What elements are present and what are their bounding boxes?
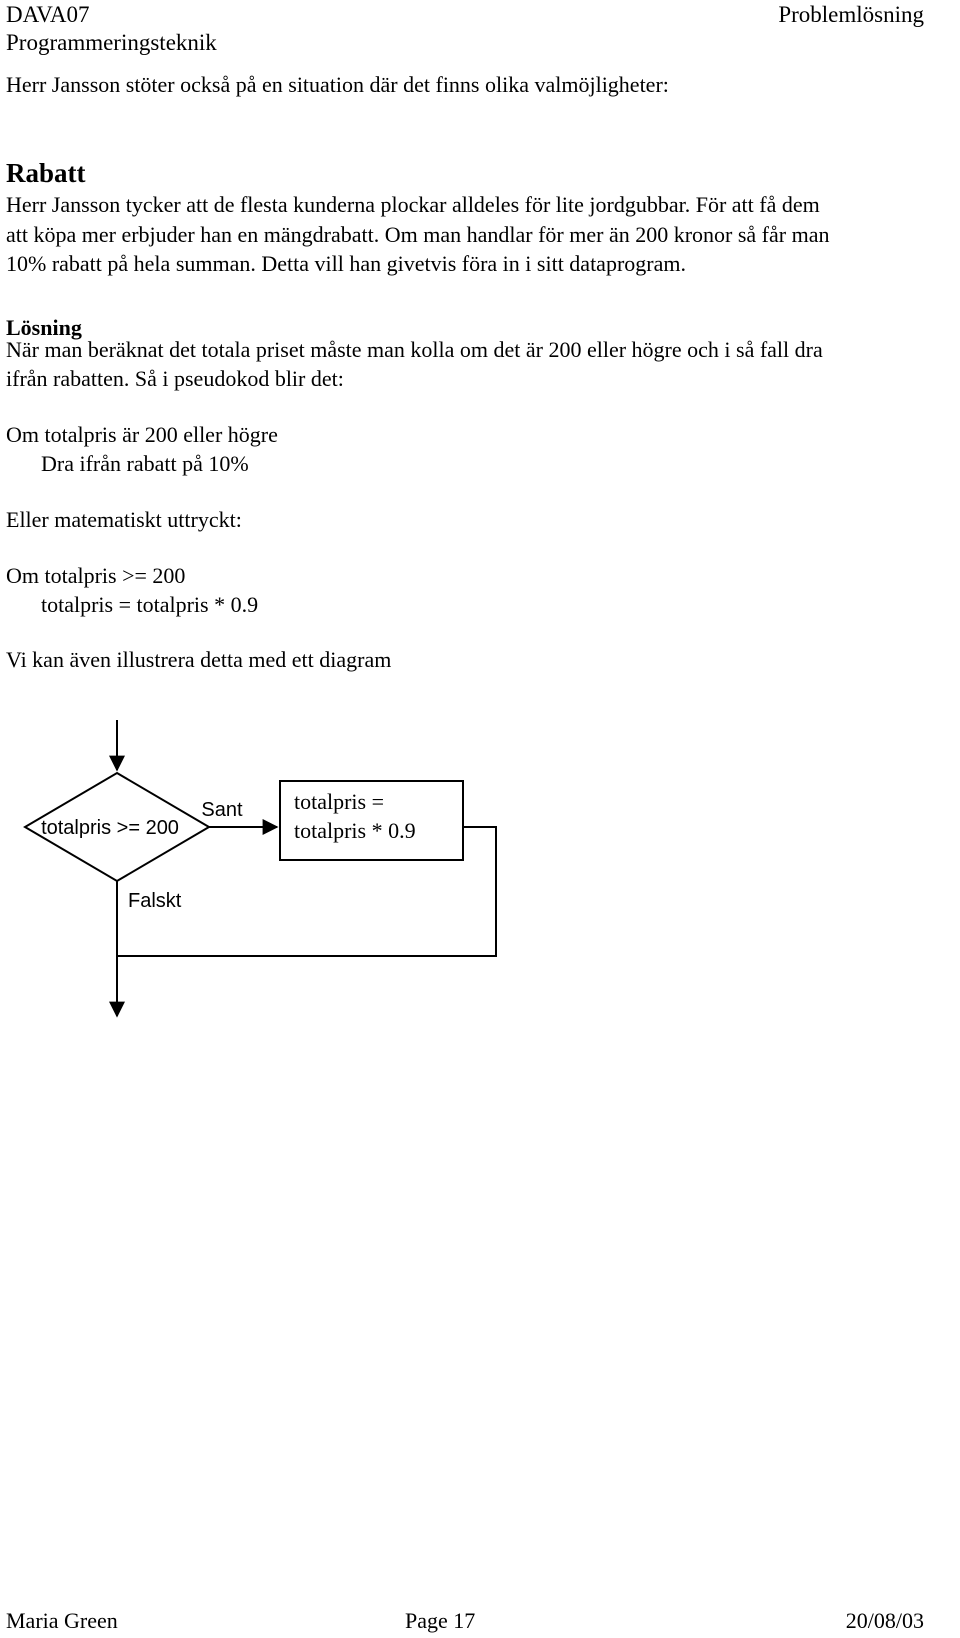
section-line-3: 10% rabatt på hela summan. Detta vill ha… <box>6 251 686 276</box>
action-line-1: totalpris = <box>294 789 384 814</box>
math-line-2: totalpris = totalpris * 0.9 <box>41 592 259 617</box>
topic-title: Problemlösning <box>778 2 924 27</box>
action-box <box>279 780 464 861</box>
math-line-1: Om totalpris >= 200 <box>6 563 186 588</box>
pseudo-line-2: Dra ifrån rabatt på 10% <box>41 451 249 476</box>
pseudo-line-1: Om totalpris är 200 eller högre <box>6 422 278 447</box>
math-intro: Eller matematiskt uttryckt: <box>6 507 242 532</box>
section-line-1: Herr Jansson tycker att de flesta kunder… <box>6 192 820 217</box>
footer-page: Page 17 <box>405 1608 476 1633</box>
diagram-intro: Vi kan även illustrera detta med ett dia… <box>6 647 392 672</box>
section-line-2: att köpa mer erbjuder han en mängdrabatt… <box>6 222 830 247</box>
action-line-2: totalpris * 0.9 <box>294 818 416 843</box>
intro-text: Herr Jansson stöter också på en situatio… <box>6 72 669 97</box>
solution-line-1: När man beräknat det totala priset måste… <box>6 337 823 362</box>
flowchart: totalpris >= 200 Sant totalpris = totalp… <box>23 720 497 1018</box>
course-code: DAVA07 <box>6 2 90 27</box>
solution-title: Lösning <box>6 315 82 340</box>
footer-author: Maria Green <box>6 1608 118 1633</box>
false-label: Falskt <box>128 890 182 912</box>
section-title: Rabatt <box>6 158 86 188</box>
footer-date: 20/08/03 <box>845 1608 924 1633</box>
return-path <box>117 826 497 957</box>
decision-label: totalpris >= 200 <box>41 817 179 839</box>
solution-line-2: ifrån rabatten. Så i pseudokod blir det: <box>6 366 344 391</box>
true-label: Sant <box>201 799 243 821</box>
course-name: Programmeringsteknik <box>6 30 217 55</box>
